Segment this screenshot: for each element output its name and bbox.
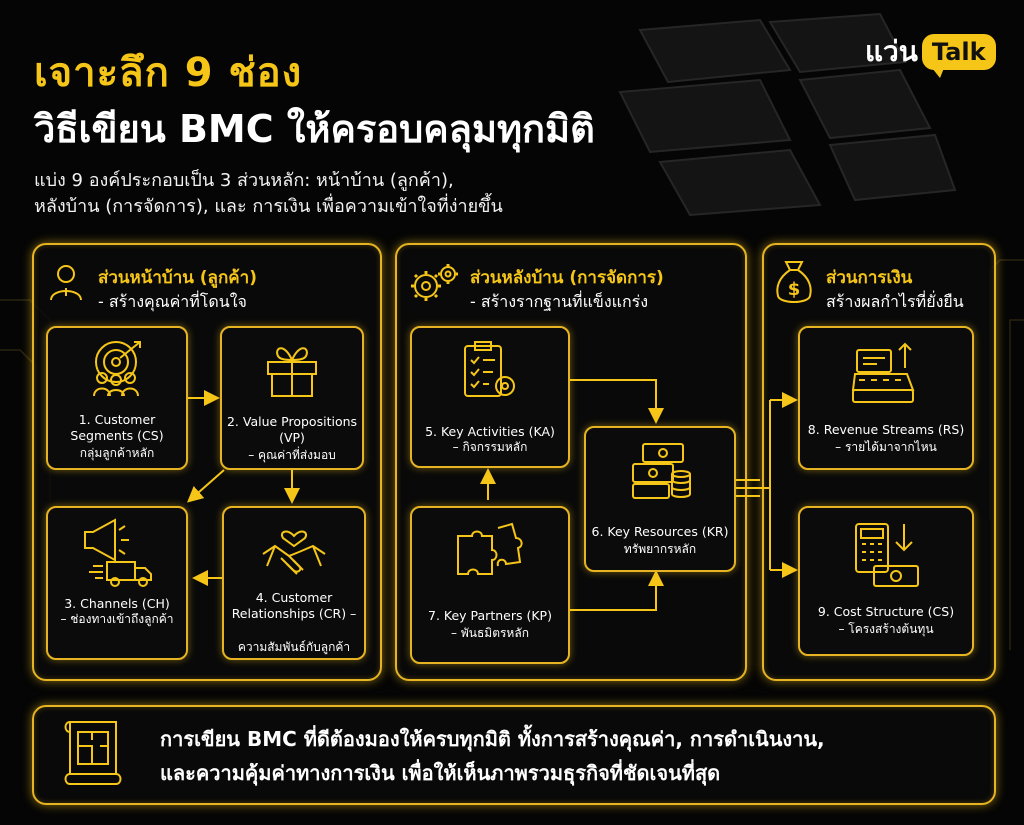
svg-text:$: $ bbox=[788, 279, 801, 300]
block-ka-desc: – กิจกรรมหลัก bbox=[452, 440, 528, 454]
megaphone-truck-icon bbox=[84, 518, 152, 587]
block-vp-desc: – คุณค่าที่ส่งมอบ bbox=[248, 448, 336, 462]
subtitle-line-2: หลังบ้าน (การจัดการ), และ การเงิน เพื่อค… bbox=[34, 196, 503, 217]
calculator-money-icon bbox=[855, 523, 919, 587]
title-line-2: วิธีเขียน BMC ให้ครอบคลุมทุกมิติ bbox=[34, 107, 595, 151]
block-key-partners[interactable]: 7. Key Partners (KP) – พันธมิตรหลัก bbox=[410, 506, 570, 664]
block-cr-label: 4. Customer Relationships (CR) – bbox=[231, 590, 357, 621]
section-front-subtitle: - สร้างคุณค่าที่โดนใจ bbox=[98, 292, 247, 311]
block-kp-label: 7. Key Partners (KP) bbox=[428, 608, 552, 623]
title-line-1: เจาะลึก 9 ช่อง bbox=[34, 50, 303, 96]
block-revenue-streams[interactable]: 8. Revenue Streams (RS) – รายได้มาจากไหน bbox=[798, 326, 974, 470]
block-value-propositions[interactable]: 2. Value Propositions (VP) – คุณค่าที่ส่… bbox=[220, 326, 364, 470]
section-front-title: ส่วนหน้าบ้าน (ลูกค้า) bbox=[98, 268, 257, 288]
footer-line-1: การเขียน BMC ที่ดีต้องมองให้ครบทุกมิติ ท… bbox=[160, 727, 825, 751]
block-rs-label: 8. Revenue Streams (RS) bbox=[807, 422, 965, 437]
footer-box bbox=[32, 705, 996, 805]
block-customer-relationships[interactable]: 4. Customer Relationships (CR) – ความสัม… bbox=[222, 506, 366, 660]
section-finance-subtitle: สร้างผลกำไรที่ยั่งยืน bbox=[826, 292, 964, 311]
block-rs-desc: – รายได้มาจากไหน bbox=[835, 440, 937, 454]
block-ch-label: 3. Channels (CH) bbox=[64, 596, 170, 611]
logo-bubble: Talk bbox=[921, 34, 996, 78]
block-kp-desc: – พันธมิตรหลัก bbox=[451, 626, 529, 640]
handshake-heart-icon bbox=[262, 530, 326, 575]
block-cost-structure[interactable]: 9. Cost Structure (CS) – โครงสร้างต้นทุน bbox=[798, 506, 974, 656]
block-kr-label: 6. Key Resources (KR) bbox=[591, 524, 729, 539]
checklist-gear-icon bbox=[464, 341, 515, 397]
footer-text: การเขียน BMC ที่ดีต้องมองให้ครบทุกมิติ ท… bbox=[160, 722, 980, 790]
gears-icon bbox=[411, 264, 458, 301]
section-back-subtitle: - สร้างรากฐานที่แข็งแกร่ง bbox=[470, 292, 649, 311]
block-cost-label: 9. Cost Structure (CS) bbox=[817, 604, 955, 619]
block-cost-desc: – โครงสร้างต้นทุน bbox=[838, 622, 934, 636]
section-back-title: ส่วนหลังบ้าน (การจัดการ) bbox=[470, 268, 664, 288]
block-ch-desc: – ช่องทางเข้าถึงลูกค้า bbox=[60, 612, 174, 626]
block-key-activities[interactable]: 5. Key Activities (KA) – กิจกรรมหลัก bbox=[410, 326, 570, 468]
block-vp-label: 2. Value Propositions (VP) bbox=[226, 414, 358, 445]
block-channels[interactable]: 3. Channels (CH) – ช่องทางเข้าถึงลูกค้า bbox=[46, 506, 188, 660]
brand-logo: แว่น Talk bbox=[865, 28, 996, 78]
blueprint-icon bbox=[64, 721, 122, 785]
block-cr-desc: ความสัมพันธ์กับลูกค้า bbox=[237, 640, 351, 654]
block-key-resources[interactable]: 6. Key Resources (KR) ทรัพยากรหลัก bbox=[584, 426, 736, 572]
section-finance-title: ส่วนการเงิน bbox=[826, 268, 913, 288]
block-cs-desc: กลุ่มลูกค้าหลัก bbox=[79, 446, 155, 460]
block-cs-label: 1. Customer Segments (CS) bbox=[70, 412, 164, 443]
subtitle-line-1: แบ่ง 9 องค์ประกอบเป็น 3 ส่วนหลัก: หน้าบ้… bbox=[34, 170, 454, 191]
person-icon bbox=[50, 265, 82, 301]
puzzle-icon bbox=[457, 522, 523, 575]
cash-register-icon bbox=[851, 342, 915, 403]
footer-line-2: และความคุ้มค่าทางการเงิน เพื่อให้เห็นภาพ… bbox=[160, 761, 721, 785]
block-customer-segments[interactable]: 1. Customer Segments (CS) กลุ่มลูกค้าหลั… bbox=[46, 326, 188, 470]
logo-text: แว่น bbox=[865, 35, 918, 68]
target-people-icon bbox=[93, 341, 141, 397]
block-ka-label: 5. Key Activities (KA) bbox=[425, 424, 555, 439]
money-bag-icon: $ bbox=[776, 261, 812, 303]
subtitle: แบ่ง 9 องค์ประกอบเป็น 3 ส่วนหลัก: หน้าบ้… bbox=[34, 168, 674, 220]
block-kr-desc: ทรัพยากรหลัก bbox=[623, 542, 697, 556]
gift-icon bbox=[267, 347, 317, 397]
money-stack-icon bbox=[632, 443, 691, 499]
